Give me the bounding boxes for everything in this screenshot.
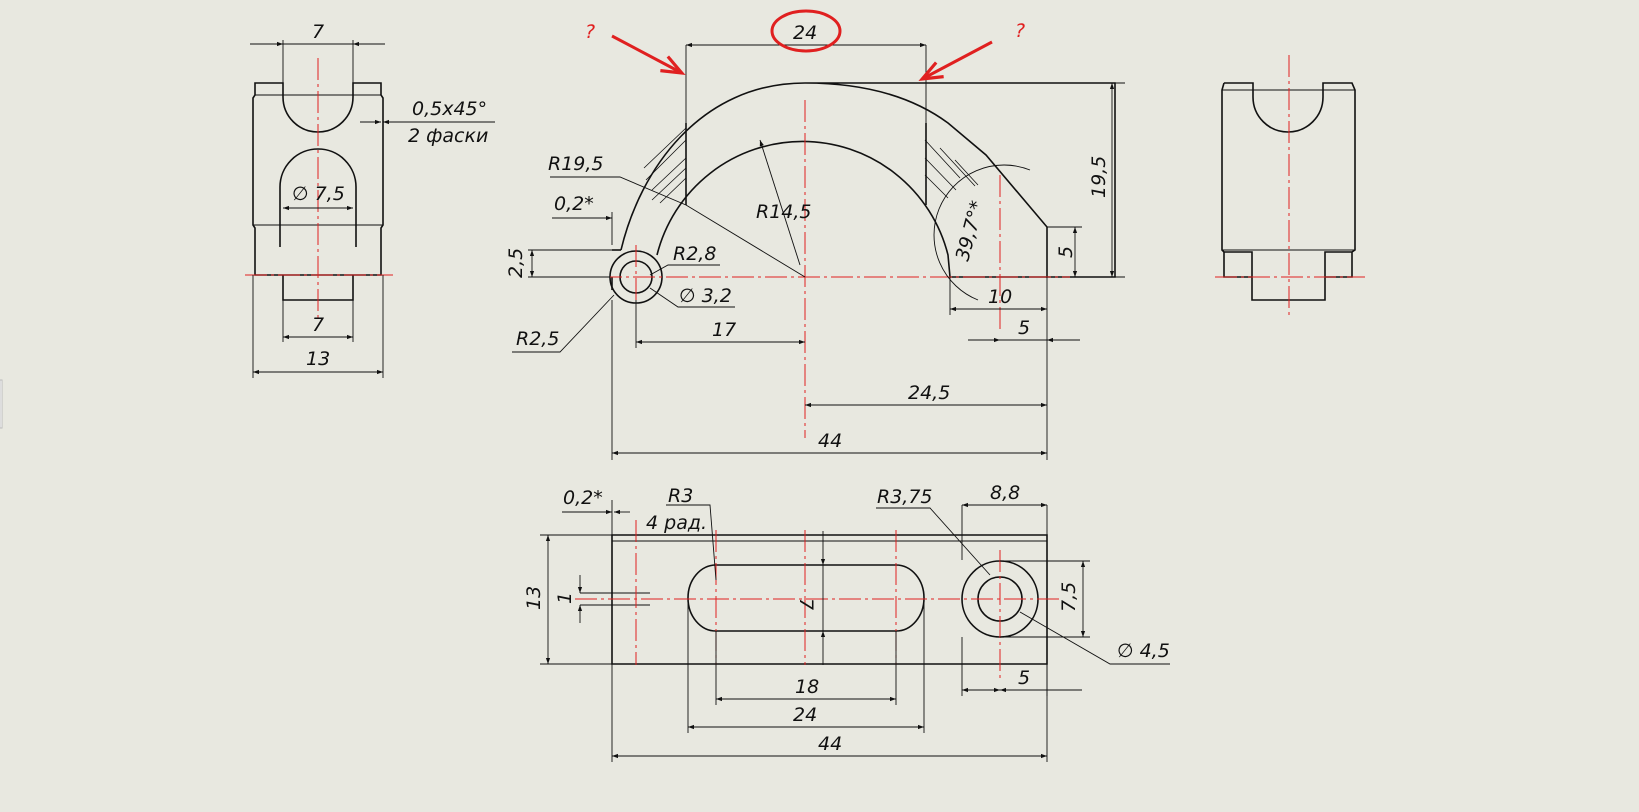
dim-18: 18: [795, 676, 819, 698]
dim-left-top-7: 7: [312, 21, 324, 43]
dim-r19-5: R19,5: [548, 153, 604, 175]
dim-r3-count: 4 рад.: [646, 512, 707, 534]
dim-r2-8: R2,8: [673, 243, 716, 265]
dim-2-5: 2,5: [505, 248, 527, 278]
section-hatch-left: [643, 127, 687, 204]
markup-question-right: ?: [1015, 20, 1025, 42]
dim-24-questioned: 24: [793, 22, 817, 44]
dim-17: 17: [712, 319, 736, 341]
top-view: 0,2* R3 4 рад. R3,75 8,8 13 1 7 7,5 ∅ 4,…: [523, 482, 1170, 762]
dim-7-5: 7,5: [1058, 582, 1080, 612]
left-side-view: 7 0,5x45° 2 фаски ∅ 7,5 7 13: [245, 21, 495, 378]
front-view-outline: [620, 82, 1116, 278]
dim-hole-3-2: ∅ 3,2: [679, 285, 732, 307]
dim-hole-4-5: ∅ 4,5: [1117, 640, 1170, 662]
dim-bottom-13: 13: [523, 586, 545, 610]
chamfer-note-line1: 0,5x45°: [412, 98, 487, 120]
markup-arrow-right: [924, 40, 993, 78]
dim-r2-5: R2,5: [516, 328, 559, 350]
dim-left-13: 13: [306, 348, 330, 370]
dim-bottom-offset: 0,2*: [563, 487, 603, 509]
dim-bottom-5: 5: [1018, 667, 1030, 689]
dim-angle: 39,7°*: [952, 198, 989, 263]
dim-bottom-24: 24: [793, 704, 817, 726]
front-view: R19,5 R14,5 0,2* 2,5 R2,8 ∅ 3,2 R2,5 17 …: [505, 22, 1125, 460]
dim-5-right: 5: [1055, 246, 1077, 258]
edge-fragment: [0, 379, 3, 429]
dim-front-44: 44: [818, 430, 842, 452]
dim-bottom-7: 7: [795, 598, 817, 610]
dim-left-hole-dia: ∅ 7,5: [292, 183, 345, 205]
front-view-inner-arch: [656, 140, 1047, 278]
dim-10: 10: [988, 286, 1012, 308]
dim-bottom-44: 44: [818, 733, 842, 755]
dim-r14-5: R14,5: [756, 201, 812, 223]
dim-left-bottom-7: 7: [312, 314, 324, 336]
markup-question-left: ?: [585, 21, 595, 43]
left-view-hole: [279, 148, 357, 247]
dim-r3: R3: [668, 485, 693, 507]
dim-bottom-1: 1: [554, 592, 576, 604]
dim-r3-75: R3,75: [877, 486, 933, 508]
dim-24-5: 24,5: [908, 382, 950, 404]
review-markup: ? ?: [585, 9, 1025, 78]
right-side-view: [1215, 55, 1365, 315]
chamfer-note-line2: 2 фаски: [408, 125, 488, 147]
dim-5-bottom: 5: [1018, 317, 1030, 339]
section-hatch-right: [924, 139, 979, 199]
dim-front-offset: 0,2*: [554, 193, 594, 215]
markup-circle: [770, 9, 842, 53]
dim-8-8: 8,8: [990, 482, 1020, 504]
markup-arrow-left: [611, 34, 680, 72]
left-view-outline: [252, 82, 384, 276]
dim-19-5: 19,5: [1088, 156, 1110, 198]
